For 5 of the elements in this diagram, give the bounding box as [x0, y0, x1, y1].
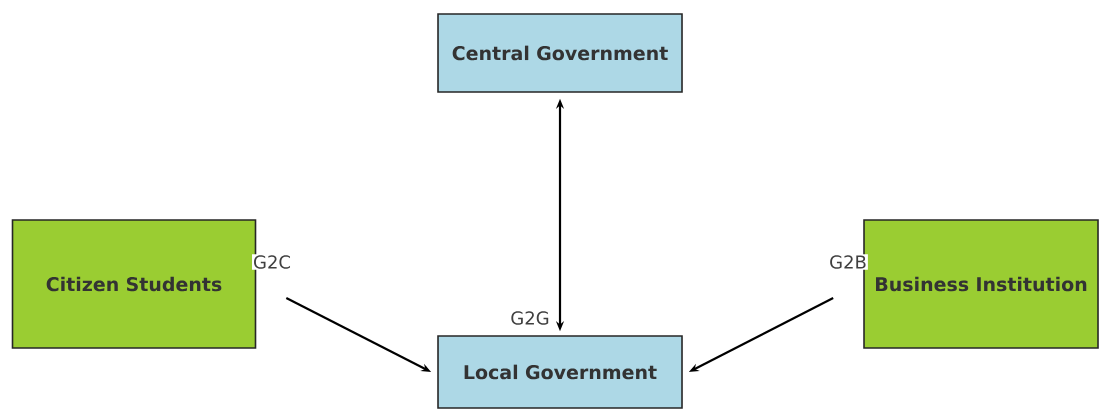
- process-box: Central Government: [437, 13, 683, 93]
- process-box: Local Government: [437, 335, 683, 409]
- edge-label: G2B: [828, 254, 868, 270]
- edge-label: G2G: [509, 310, 551, 326]
- edge-label: G2C: [252, 254, 292, 270]
